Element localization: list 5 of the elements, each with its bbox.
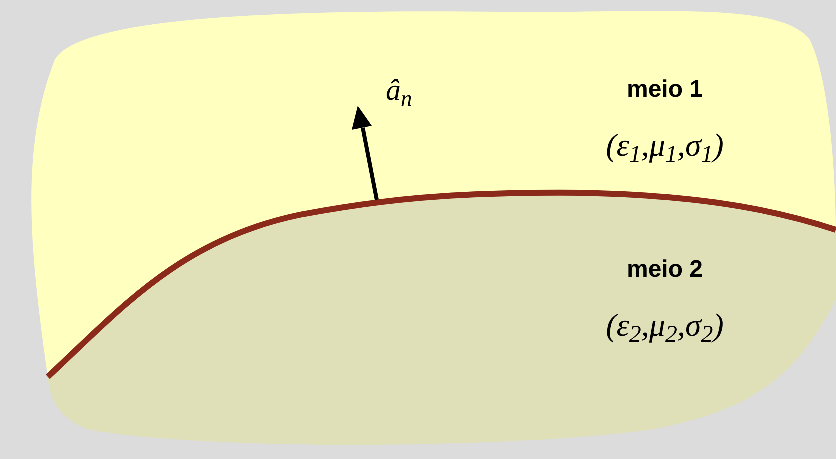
material-parameters: (ε$_{1}$,μ$_{1}$,σ$_{1}$) — [606, 126, 724, 169]
material-parameters: (ε$_{2}$,μ$_{2}$,σ$_{2}$) — [606, 306, 724, 349]
medium-label: meio 2 — [626, 255, 704, 285]
medium-label: meio 1 — [626, 75, 704, 105]
normal-vector-label: â$_{n}$ — [386, 73, 412, 113]
